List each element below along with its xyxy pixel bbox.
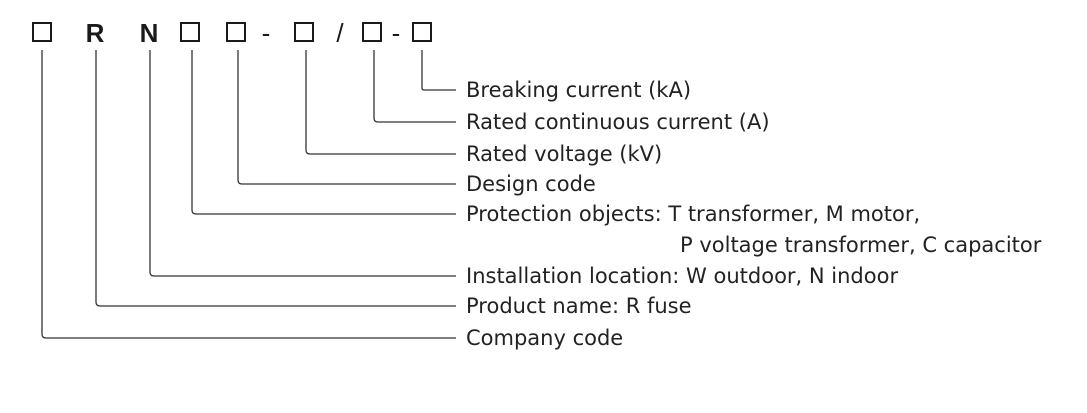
label-protection-objects: Protection objects: T transformer, M mot… xyxy=(466,202,921,226)
label-rated-voltage: Rated voltage (kV) xyxy=(466,142,663,166)
company-code-box xyxy=(32,22,52,42)
leader-rated-current xyxy=(373,50,456,123)
protection-object-box xyxy=(180,22,200,42)
leader-installation-location xyxy=(149,50,456,277)
leader-product-name xyxy=(95,50,456,307)
letter-r: R xyxy=(85,18,105,48)
label-breaking-current: Breaking current (kA) xyxy=(466,78,692,102)
leader-rated-voltage xyxy=(305,50,456,155)
label-company-code: Company code xyxy=(466,326,624,350)
dash-2: - xyxy=(391,18,401,48)
leader-breaking-current xyxy=(421,50,456,91)
label-product-name: Product name: R fuse xyxy=(466,294,692,318)
rated-voltage-box xyxy=(294,22,314,42)
label-rated-continuous-current: Rated continuous current (A) xyxy=(466,110,770,134)
rated-current-box xyxy=(362,22,382,42)
label-protection-objects-continued: P voltage transformer, C capacitor xyxy=(680,233,1042,257)
leader-design-code xyxy=(237,50,456,185)
label-installation-location: Installation location: W outdoor, N indo… xyxy=(466,264,899,288)
leader-protection-objects xyxy=(191,50,456,215)
label-design-code: Design code xyxy=(466,172,596,196)
letter-n: N xyxy=(139,18,159,48)
design-code-box xyxy=(226,22,246,42)
breaking-current-box xyxy=(412,22,432,42)
slash: / xyxy=(336,18,344,48)
leader-company-code xyxy=(41,50,456,339)
dash-1: - xyxy=(261,18,271,48)
